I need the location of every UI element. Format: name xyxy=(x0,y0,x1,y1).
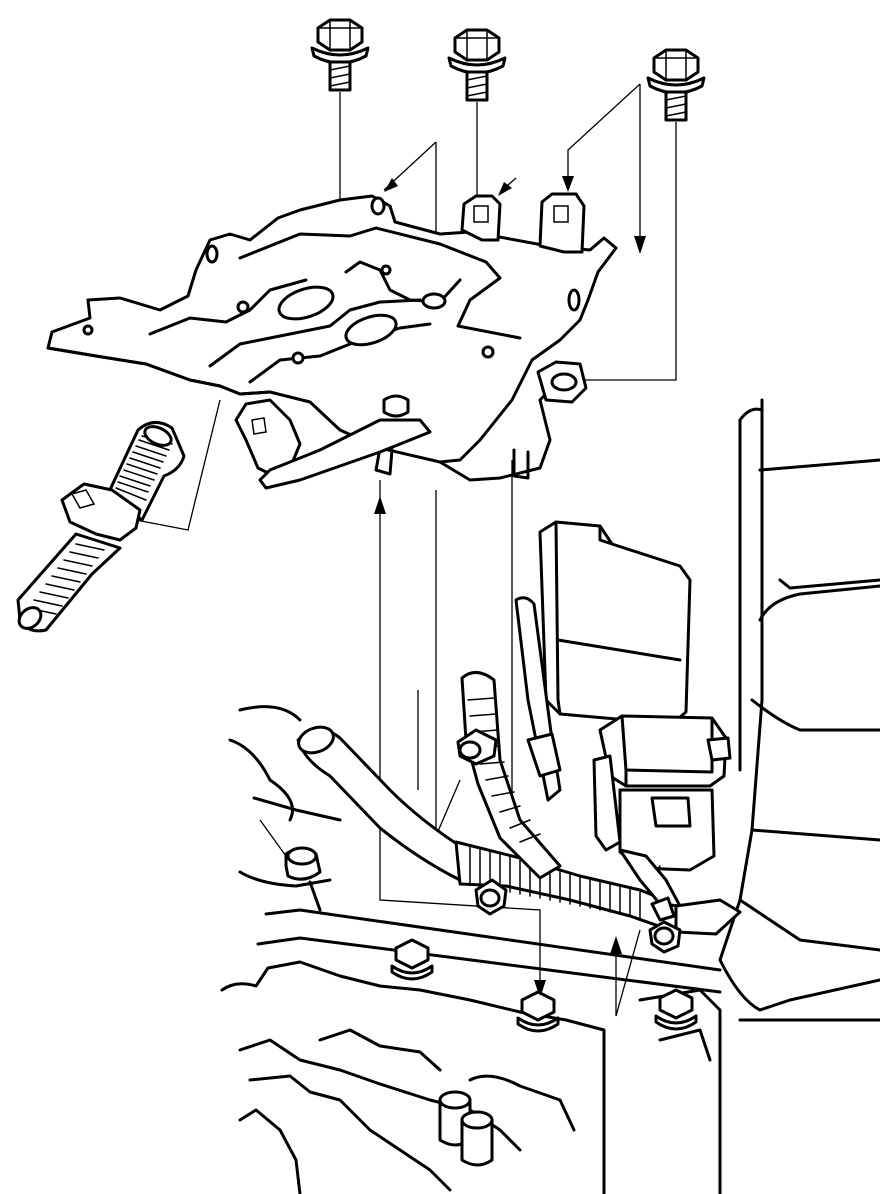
bolt-left xyxy=(310,18,370,92)
control-unit xyxy=(538,520,692,726)
relay-box xyxy=(592,714,732,874)
mounting-bracket xyxy=(46,192,618,490)
bolt-right xyxy=(646,48,706,122)
body-panel xyxy=(718,398,880,1194)
arrowheads xyxy=(374,176,646,998)
lower-frame xyxy=(220,705,722,1194)
leader-lines xyxy=(135,83,677,1017)
wire-harness xyxy=(296,596,742,954)
harness-clip xyxy=(16,421,186,633)
bolt-center xyxy=(447,28,507,102)
